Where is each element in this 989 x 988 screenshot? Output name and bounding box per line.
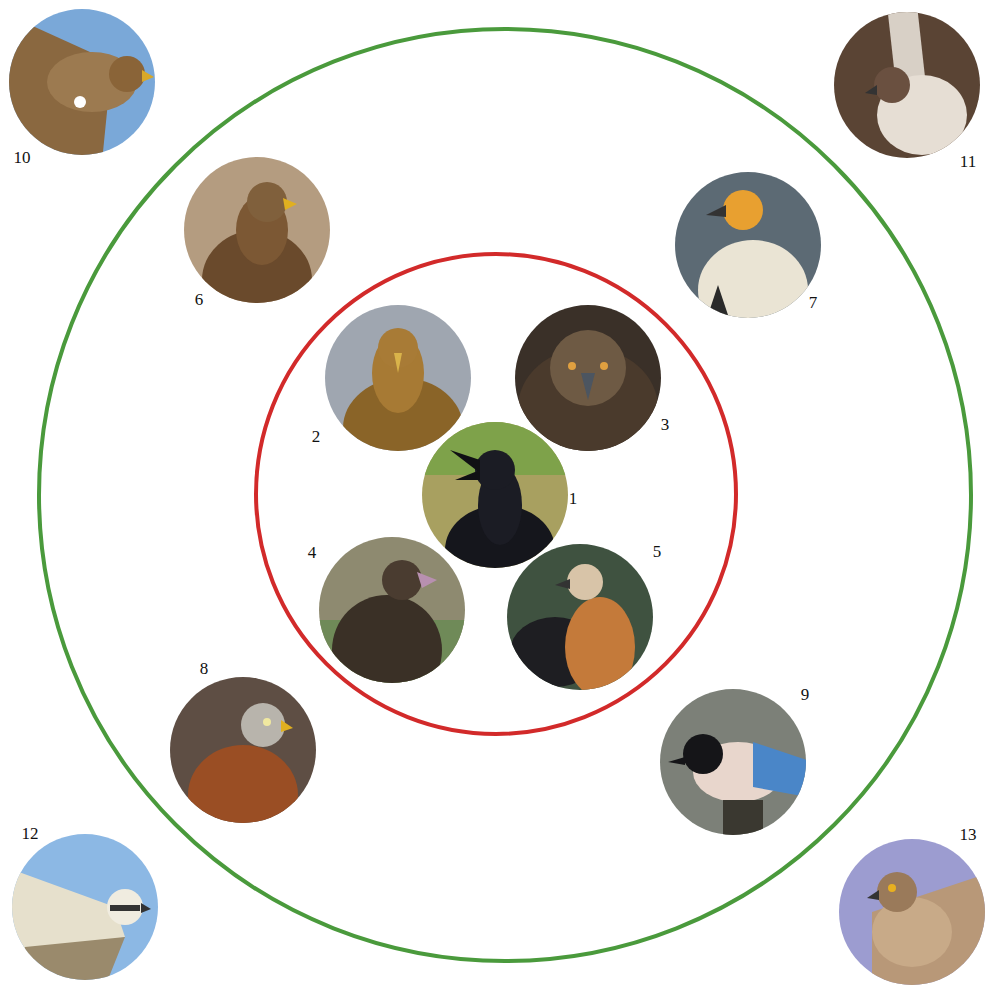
- callout-number: 6: [193, 290, 206, 309]
- callout-number: 11: [958, 152, 978, 171]
- callout-number: 3: [659, 415, 672, 434]
- outer-ring: [39, 29, 971, 961]
- inner-ring: [256, 254, 736, 734]
- callout-number: 12: [20, 824, 41, 843]
- callout-number: 5: [651, 542, 664, 561]
- bird-photo: [312, 530, 472, 705]
- bird-photo: [163, 670, 323, 845]
- bird-photo: [832, 832, 989, 988]
- callout-number: 7: [807, 293, 820, 312]
- bird-photo: [177, 150, 337, 330]
- bird-photo: [668, 165, 828, 340]
- callout-number: 2: [310, 427, 323, 446]
- bird-photo: [5, 827, 165, 987]
- bird-photo: [2, 2, 162, 162]
- callout-number: 13: [958, 825, 979, 844]
- bird-photo: [500, 537, 660, 697]
- callout-number: 1: [567, 489, 580, 508]
- callout-number: 9: [799, 685, 812, 704]
- bird-photo: [827, 5, 987, 165]
- callout-number: 10: [12, 148, 33, 167]
- callout-number: 8: [198, 659, 211, 678]
- bird-photo: [508, 298, 668, 468]
- callout-number: 4: [306, 543, 319, 562]
- bird-photo: [653, 682, 813, 845]
- bird-photo: [318, 298, 478, 478]
